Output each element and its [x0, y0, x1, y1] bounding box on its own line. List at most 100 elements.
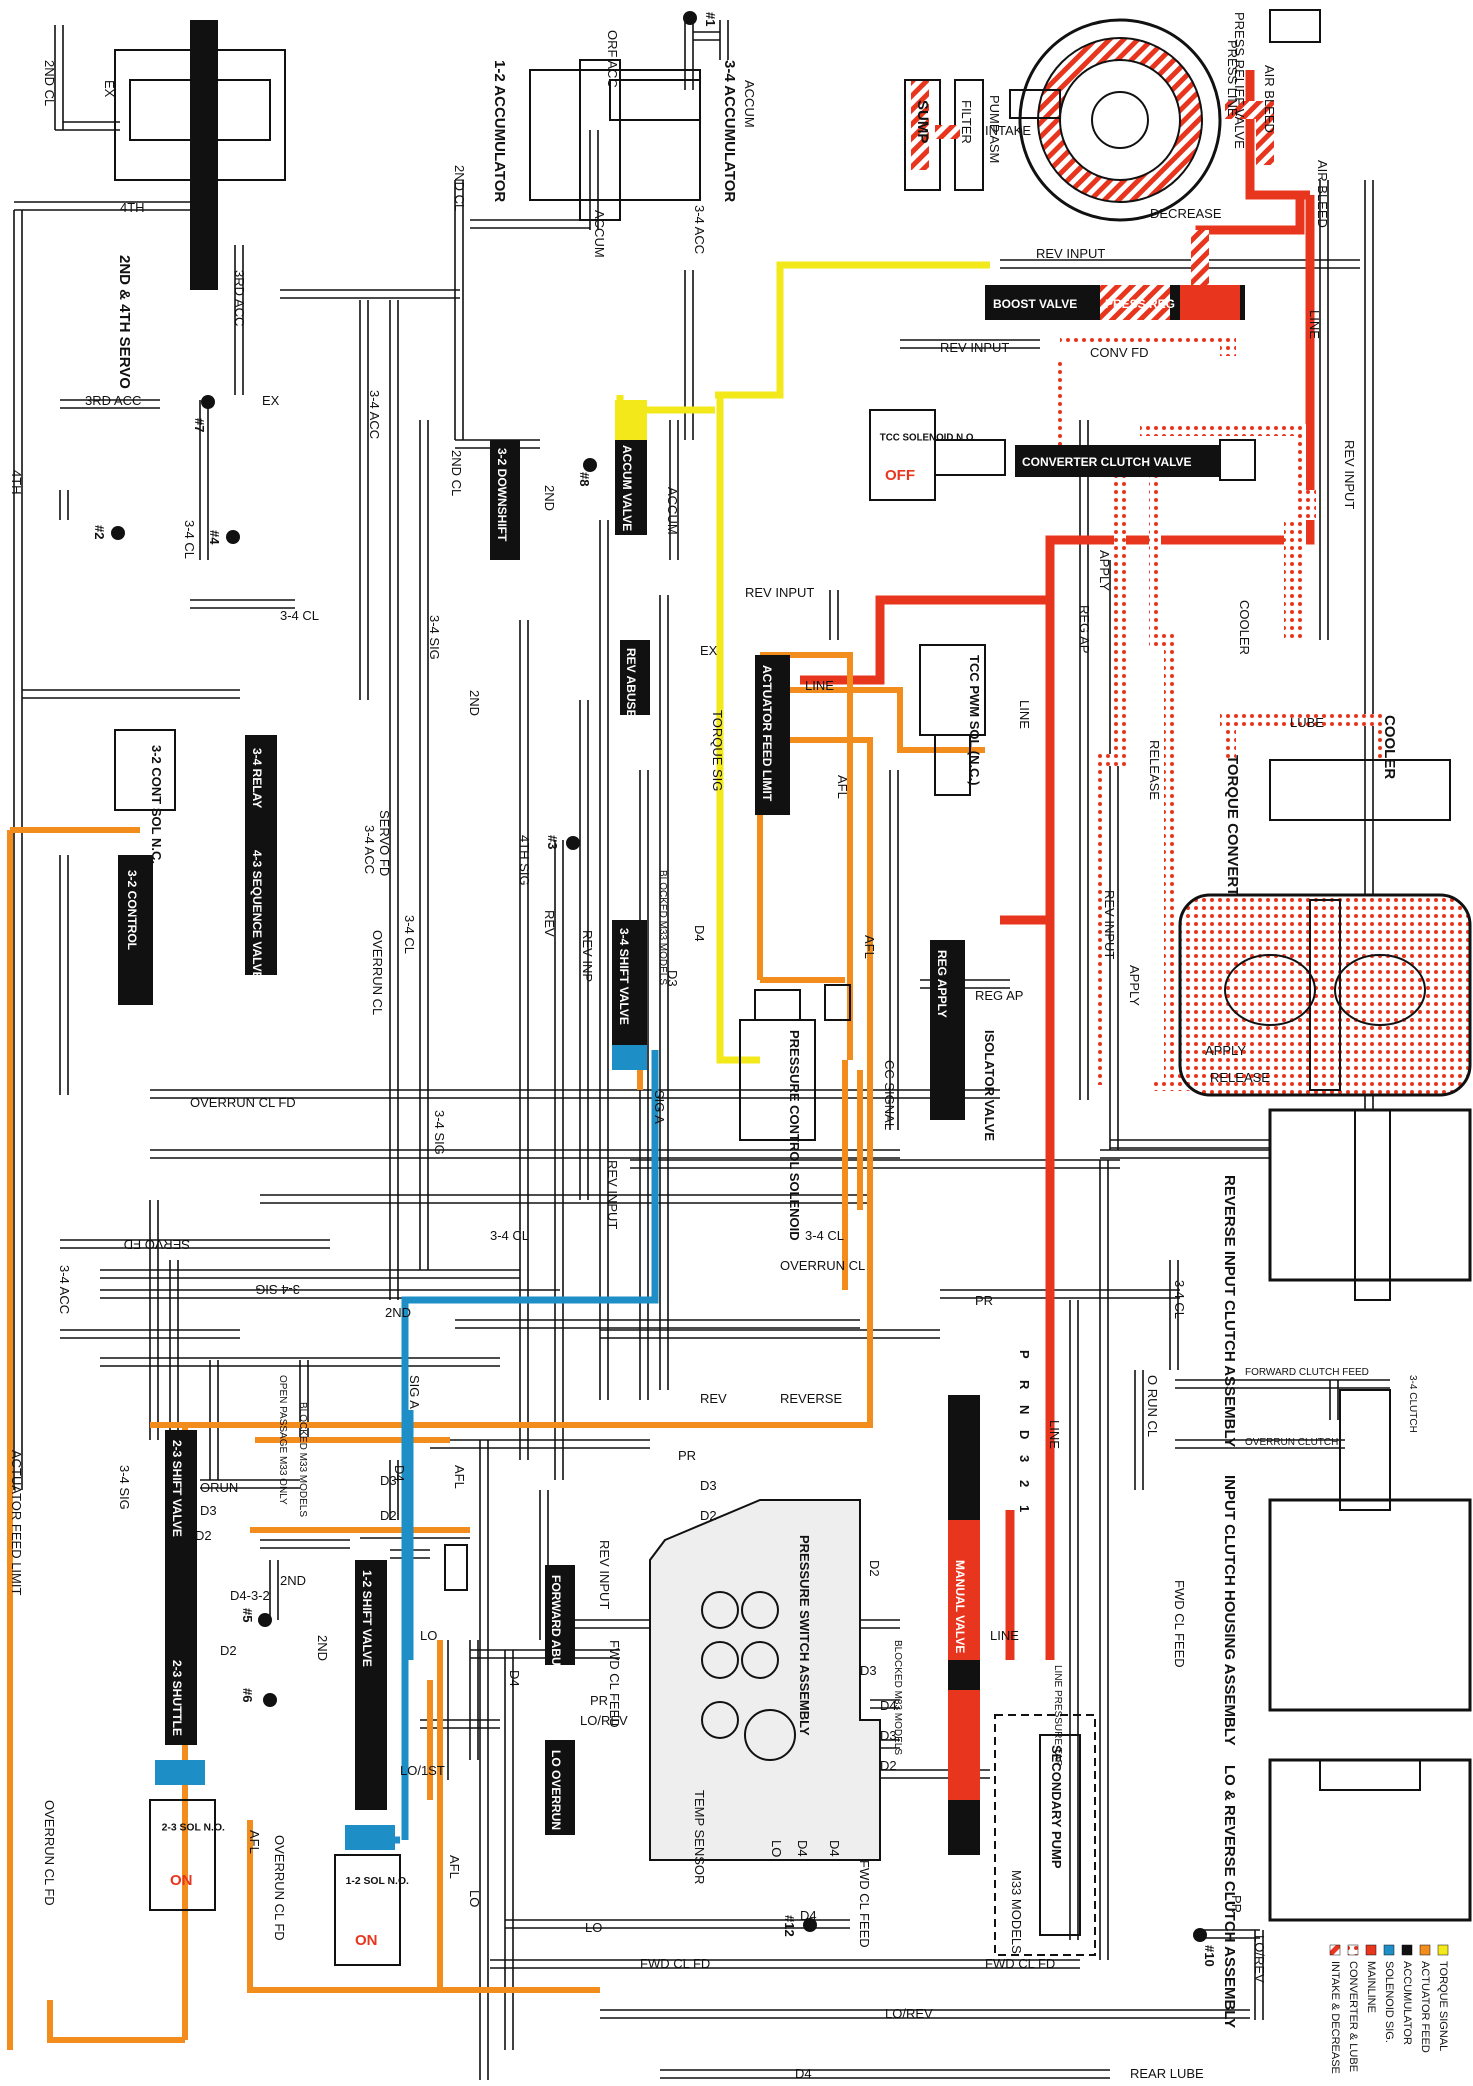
shift-12-group: 1-2 SHIFT VALVE 1-2 SOL N.O. ON	[334, 1560, 409, 1966]
label-lo-3: LO	[585, 1920, 602, 1935]
label-line-5: LINE	[990, 1628, 1019, 1643]
label-fwd-cl-feed-2: FWD CL FEED	[1172, 1580, 1187, 1668]
sol23-on: ON	[170, 1872, 193, 1889]
label-2nd-cl-3: 2ND CL	[449, 450, 464, 496]
shift23-label: 2-3 SHIFT VALVE	[170, 1440, 184, 1537]
label-apply-3: APPLY	[1205, 1043, 1246, 1058]
checkball-7: #7	[192, 418, 207, 432]
label-d2-4: D2	[220, 1643, 237, 1658]
sump-label: SUMP	[914, 100, 931, 143]
label-34-sig: 3-4 SIG	[427, 615, 442, 660]
label-d4-7: D4	[795, 1840, 810, 1857]
label-sig-a: SIG A	[652, 1090, 667, 1124]
input-clutch-label: INPUT CLUTCH HOUSING ASSEMBLY	[1221, 1475, 1238, 1746]
label-2nd-cl: 2ND CL	[42, 60, 57, 106]
label-34-acc-4: 3-4 ACC	[57, 1265, 72, 1314]
passage-labels: 2ND CL EX 4TH 3RD ACC 3RD ACC EX 4TH 3-4…	[9, 30, 1418, 2081]
label-d2-3: D2	[195, 1528, 212, 1543]
shuttle23-label: 2-3 SHUTTLE	[170, 1660, 184, 1736]
label-cc-signal: CC SIGNAL	[882, 1060, 897, 1130]
passage-network	[13, 20, 1400, 2080]
label-lo-rev-3: LO/REV	[1252, 1935, 1267, 1983]
checkball-icon	[111, 526, 125, 540]
label-afl-3: AFL	[452, 1465, 467, 1489]
label-pr: PR	[975, 1293, 993, 1308]
converter-clutch-valve: CONVERTER CLUTCH VALVE	[1015, 439, 1256, 481]
reverse-input-clutch: REVERSE INPUT CLUTCH ASSEMBLY	[1221, 1108, 1472, 1447]
label-air-bleed-2: AIR BLEED	[1315, 160, 1330, 228]
accum-12-label: 1-2 ACCUMULATOR	[491, 60, 508, 202]
checkball-4: #4	[207, 530, 222, 545]
m33-models-label: M33 MODELS	[1009, 1870, 1024, 1954]
sump-filter: SUMP FILTER INTAKE	[904, 79, 1031, 191]
gear-d: D	[1017, 1430, 1032, 1439]
fwd-abuse-label: FORWARD ABUSE	[549, 1575, 563, 1682]
converter-lube-passages	[1054, 334, 1386, 1091]
label-34-cl-4: 3-4 CL	[490, 1228, 529, 1243]
legend-swatch	[1329, 1944, 1341, 1956]
pressure-switch-label: PRESSURE SWITCH ASSEMBLY	[797, 1535, 812, 1736]
label-2nd-3: 2ND	[385, 1305, 411, 1320]
pressure-switch-assembly: PRESSURE SWITCH ASSEMBLY TEMP SENSOR	[649, 1499, 881, 1884]
label-d3-3: D3	[380, 1473, 397, 1488]
label-ex: EX	[102, 80, 117, 98]
label-lo-rev-2: LO/REV	[885, 2006, 933, 2021]
label-afl: AFL	[835, 775, 850, 799]
legend-label: TORQUE SIGNAL	[1437, 1961, 1449, 2051]
legend-swatch	[1347, 1944, 1359, 1956]
label-line-pressure-tap: LINE PRESSURE TAP	[1052, 1665, 1063, 1767]
label-servo-fd: SERVO FD	[377, 810, 392, 876]
label-lo-2: LO	[467, 1890, 482, 1907]
cooler-label: COOLER	[1381, 715, 1398, 779]
label-line: LINE	[1307, 310, 1322, 339]
label-apply: APPLY	[1097, 550, 1112, 591]
label-2nd: 2ND	[542, 485, 557, 511]
label-sig-a-2: SIG A	[407, 1375, 422, 1409]
label-overrun-clutch: OVERRUN CLUTCH	[1245, 1437, 1338, 1448]
gear-3: 3	[1017, 1455, 1032, 1462]
label-pr-5: PR	[1229, 1895, 1244, 1913]
label-d4-6: D4	[880, 1698, 897, 1713]
pump-assembly: PUMP ASM PRESS RELIEF VALVE	[987, 9, 1321, 222]
actuator-feed-limit-valve: ACTUATOR FEED LIMIT	[755, 655, 790, 815]
label-3rd-acc: 3RD ACC	[232, 270, 247, 326]
label-afl-2: AFL	[862, 935, 877, 959]
label-34-cl-6: 3-4 CL	[1172, 1280, 1187, 1319]
label-reverse: REVERSE	[780, 1391, 842, 1406]
legend-label: ACCUMULATOR	[1401, 1961, 1413, 2045]
label-d4-4: D4	[800, 1908, 817, 1923]
checkball-1: #1	[703, 12, 718, 26]
label-overrun-cl: OVERRUN CL	[370, 930, 385, 1015]
label-34-sig-3: 3-4 SIG	[255, 1282, 300, 1297]
gear-p: P	[1017, 1350, 1032, 1359]
checkballs: #1 #2 #3 #4 #5 #6 #7 #8 #10 #12	[92, 11, 1217, 1967]
forward-abuse-lo-overrun: FORWARD ABUSE LO OVERRUN	[545, 1565, 575, 1835]
label-forward-clutch-feed: FORWARD CLUTCH FEED	[1245, 1367, 1369, 1378]
label-orun: ORUN	[200, 1480, 238, 1495]
servo-label: 2ND & 4TH SERVO	[116, 255, 133, 389]
label-pr-2: PR	[678, 1448, 696, 1463]
label-ex-2: EX	[262, 393, 280, 408]
label-d4: D4	[692, 925, 707, 942]
ccv-label: CONVERTER CLUTCH VALVE	[1022, 455, 1192, 469]
label-d4-3: D4	[507, 1670, 522, 1687]
label-rev-input-6: REV INPUT	[605, 1160, 620, 1229]
filter-icon	[444, 1544, 468, 1591]
label-air-bleed: AIR BLEED	[1262, 65, 1277, 133]
label-rear-lube: REAR LUBE	[1130, 2066, 1204, 2081]
label-d3: D3	[665, 970, 680, 987]
shift34-label: 3-4 SHIFT VALVE	[617, 928, 631, 1025]
pressure-regulator-valve: BOOST VALVE PRESS REG	[985, 285, 1245, 320]
label-reg-ap: REG AP	[1077, 605, 1092, 653]
lo-rev-clutch-label: LO & REVERSE CLUTCH ASSEMBLY	[1221, 1765, 1238, 2028]
label-d3-2: D3	[700, 1478, 717, 1493]
sol-32-control: 3-2 CONT SOL N.C. 3-2 CONTROL	[114, 729, 176, 1005]
legend-swatch	[1401, 1944, 1413, 1956]
sol12-on: ON	[355, 1932, 378, 1949]
label-fwd-cl-feed: FWD CL FEED	[607, 1640, 622, 1728]
label-rev-input: REV INPUT	[1036, 246, 1105, 261]
label-rev-input-7: REV INPUT	[597, 1540, 612, 1609]
label-release-2: RELEASE	[1210, 1070, 1270, 1085]
relay34-label: 3-4 RELAY	[250, 748, 264, 808]
checkball-12: #12	[782, 1915, 797, 1937]
